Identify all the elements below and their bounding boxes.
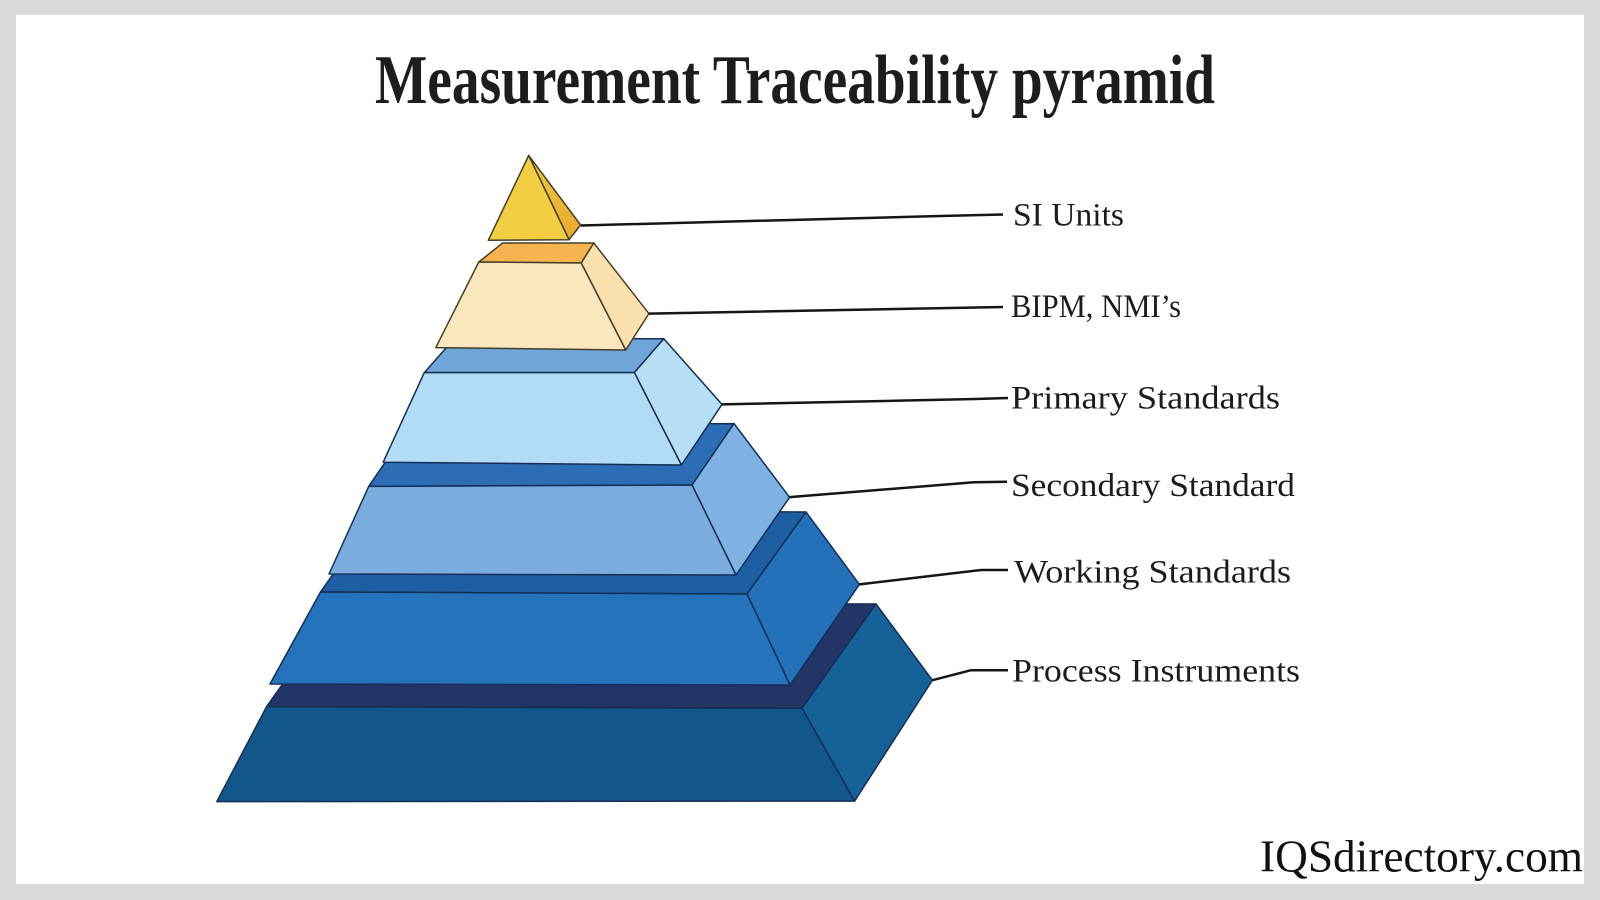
svg-text:Working Standards: Working Standards [1014, 555, 1291, 591]
svg-text:Secondary Standard: Secondary Standard [1011, 468, 1296, 504]
svg-text:Primary Standards: Primary Standards [1011, 381, 1280, 417]
svg-text:BIPM, NMI’s: BIPM, NMI’s [1011, 289, 1181, 325]
svg-text:IQSdirectory.com: IQSdirectory.com [1260, 832, 1583, 882]
svg-text:Measurement Traceability pyram: Measurement Traceability pyramid [375, 42, 1215, 119]
svg-text:Process Instruments: Process Instruments [1012, 654, 1300, 690]
svg-text:SI Units: SI Units [1013, 198, 1124, 234]
